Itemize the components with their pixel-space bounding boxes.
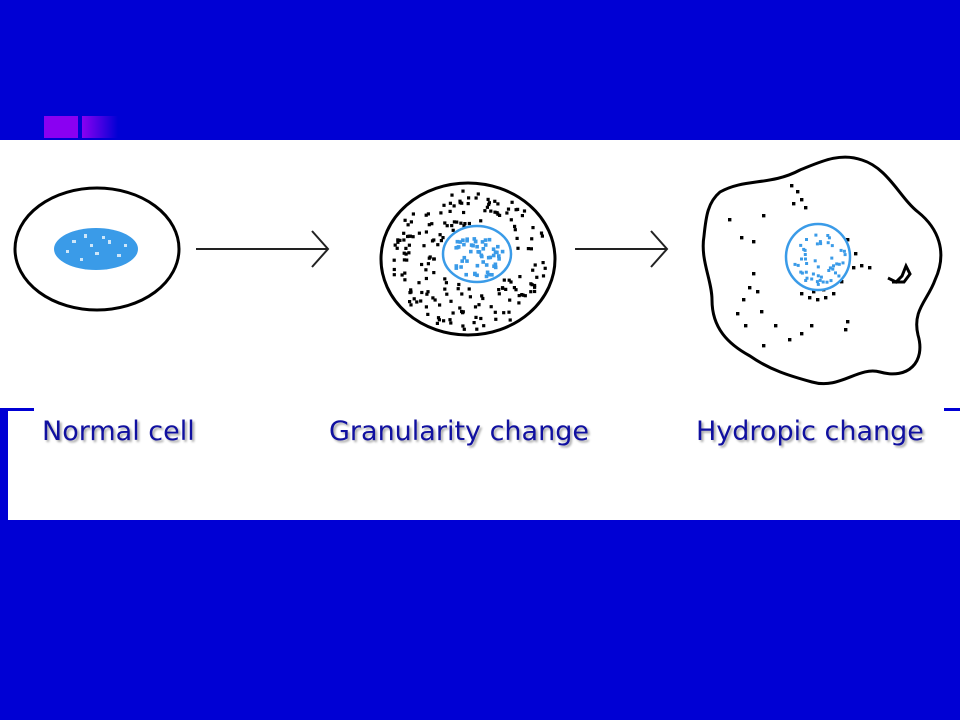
arrow-right-icon xyxy=(575,230,669,268)
cell-change-diagram xyxy=(0,140,960,408)
label-granularity-change: Granularity change xyxy=(329,416,589,447)
hydropic-cell xyxy=(701,155,943,386)
edge-accent-left xyxy=(0,408,34,411)
arrow-right-icon xyxy=(196,230,330,268)
diagram-svg xyxy=(13,155,943,386)
granule-dots xyxy=(728,184,872,348)
label-hydropic-change: Hydropic change xyxy=(696,416,924,447)
label-normal-cell: Normal cell xyxy=(42,416,195,447)
normal-nucleus xyxy=(54,228,138,270)
accent-square-right xyxy=(82,116,118,138)
granular-cell xyxy=(379,181,557,337)
edge-accent-right xyxy=(944,408,960,411)
accent-square-left xyxy=(44,116,78,138)
normal-cell xyxy=(13,186,181,312)
granule-dots xyxy=(392,189,547,331)
